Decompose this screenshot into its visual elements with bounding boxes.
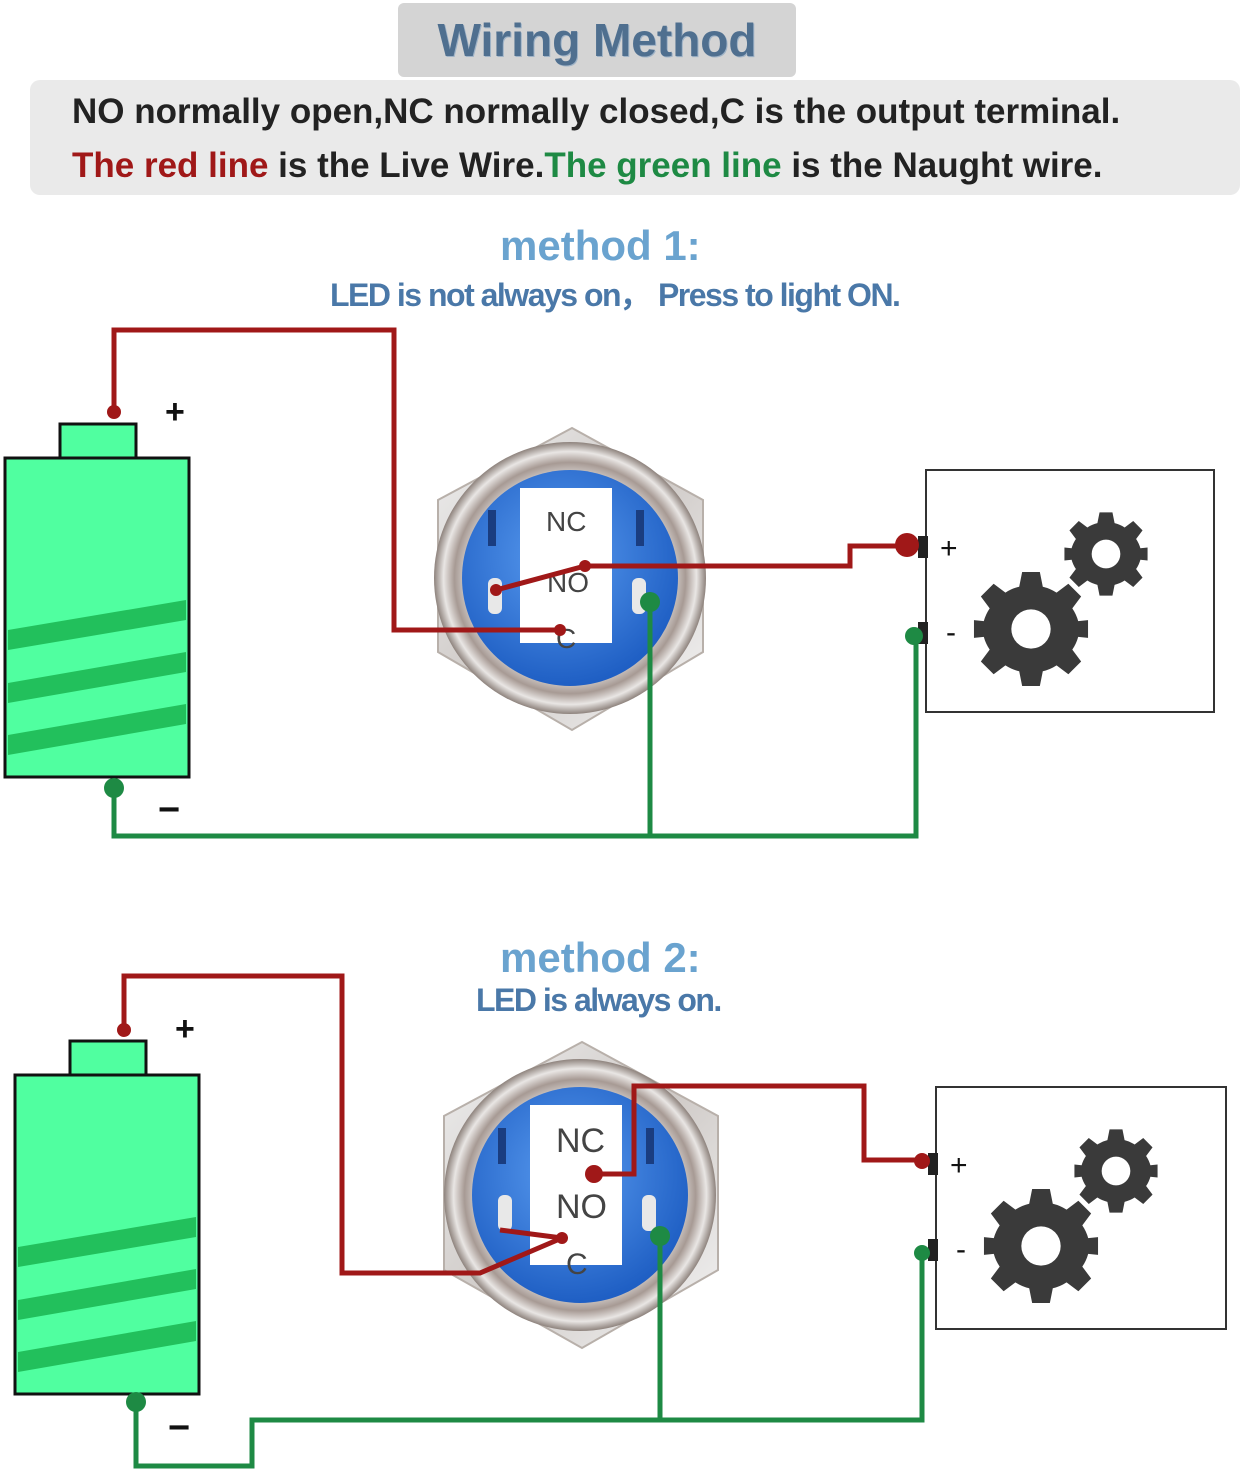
method2-battery-plus: + — [175, 1010, 195, 1048]
method2-switch — [443, 1040, 719, 1350]
green-line-label: The green line — [544, 146, 782, 185]
method1-battery — [3, 422, 191, 779]
large-gear-icon — [983, 1188, 1099, 1304]
method1-battery-plus: + — [165, 393, 185, 431]
method1-title: method 1: — [500, 222, 701, 269]
method1-load — [918, 469, 1215, 713]
large-gear-icon — [973, 571, 1089, 687]
method2-diagram: + − NC NO C + - — [13, 973, 1227, 1469]
method1-live-wire-load — [495, 543, 912, 593]
method2-c-label: C — [566, 1248, 588, 1281]
method2-subtitle: LED is always on. — [476, 982, 722, 1018]
method1-load-minus: - — [946, 616, 956, 649]
method1-neutral-wire — [111, 636, 919, 839]
naught-wire-text: is the Naught wire. — [781, 146, 1103, 185]
method2-battery-minus: − — [168, 1407, 190, 1449]
method2-title: method 2: — [500, 934, 701, 981]
method1-subtitle: LED is not always on， Press to light ON. — [330, 277, 901, 313]
method2-battery — [13, 1039, 201, 1396]
method2-live-wire-main — [121, 973, 563, 1276]
live-wire-text: is the Live Wire. — [268, 146, 545, 185]
red-line-label: The red line — [72, 146, 269, 185]
method2-nc-label: NC — [556, 1122, 605, 1160]
method2-no-label: NO — [556, 1188, 607, 1226]
method2-live-wire-led — [499, 1227, 563, 1241]
method2-load-plus: + — [950, 1149, 968, 1182]
small-gear-icon — [1074, 1129, 1158, 1213]
method1-diagram: + − NC NO C + - — [3, 327, 1215, 839]
terminal-legend: NO normally open,NC normally closed,C is… — [72, 92, 1121, 131]
method2-load — [928, 1086, 1227, 1330]
method2-load-minus: - — [956, 1233, 966, 1266]
small-gear-icon — [1064, 512, 1148, 596]
method2-live-wire-load — [594, 1083, 922, 1177]
method1-live-wire-main — [111, 327, 560, 633]
diagram-title-box: Wiring Method — [398, 3, 796, 77]
diagram-title: Wiring Method — [437, 14, 757, 66]
method1-battery-minus: − — [158, 789, 180, 831]
method1-load-plus: + — [940, 532, 958, 565]
method2-neutral-wire — [133, 1253, 925, 1469]
legend-box: NO normally open,NC normally closed,C is… — [30, 80, 1240, 195]
method1-nc-label: NC — [546, 506, 586, 537]
wire-legend: The red line is the Live Wire.The green … — [72, 146, 1103, 186]
